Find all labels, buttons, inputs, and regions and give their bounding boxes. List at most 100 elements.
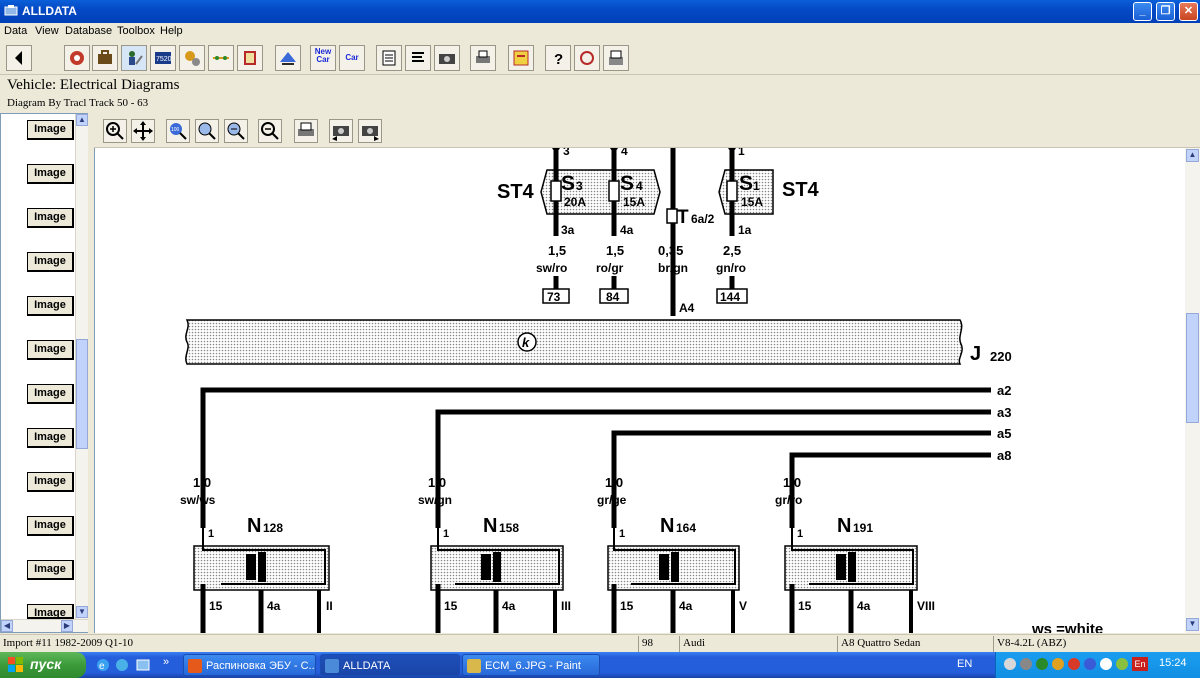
tool-button-4[interactable]: 7520 (150, 45, 176, 71)
svg-text:7520: 7520 (156, 56, 172, 63)
quicklaunch-browser-icon[interactable] (115, 658, 129, 672)
window-title: ALLDATA (22, 4, 77, 18)
status-make: Audi (679, 636, 837, 652)
image-button-2[interactable]: Image (27, 164, 74, 184)
start-button[interactable]: пуск (0, 652, 86, 678)
briefcase-icon (98, 50, 112, 64)
svg-text:191: 191 (853, 521, 873, 535)
tray-device-icon[interactable] (1020, 658, 1032, 670)
fax-button[interactable] (603, 45, 629, 71)
quicklaunch-desktop-icon[interactable] (136, 658, 150, 672)
tool-button-9[interactable] (376, 45, 402, 71)
refresh-button[interactable] (574, 45, 600, 71)
select-car-button[interactable]: Car (339, 45, 365, 71)
ecu-j220: k J 220 (185, 319, 1012, 365)
image-button-9[interactable]: Image (27, 472, 74, 492)
task-alldata[interactable]: ALLDATA (320, 654, 460, 676)
image-button-7[interactable]: Image (27, 384, 74, 404)
connector-t6a: T 6a/2 0,35 br/gn A4 (658, 148, 715, 316)
image-button-5[interactable]: Image (27, 296, 74, 316)
menu-database[interactable]: Database (65, 25, 113, 37)
image-button-4[interactable]: Image (27, 252, 74, 272)
diagram-scroll-thumb[interactable] (1186, 313, 1199, 423)
quicklaunch-ie-icon[interactable]: e (96, 658, 110, 672)
menu-data[interactable]: Data (4, 25, 28, 37)
tool-button-6[interactable] (208, 45, 234, 71)
tool-button-3[interactable] (121, 45, 147, 71)
diagram-scroll-up-arrow-icon[interactable]: ▲ (1186, 149, 1199, 162)
tool-button-11[interactable] (434, 45, 460, 71)
printer-icon (298, 122, 314, 136)
image-button-3[interactable]: Image (27, 208, 74, 228)
tray-update-icon[interactable] (1116, 658, 1128, 670)
tool-button-8[interactable] (275, 45, 301, 71)
tray-power-icon[interactable] (1100, 658, 1112, 670)
zoom-out-button[interactable] (258, 119, 282, 143)
note-icon (513, 50, 529, 66)
zoom-fit-button[interactable] (195, 119, 219, 143)
scroll-up-arrow-icon[interactable]: ▲ (76, 114, 88, 126)
svg-text:1: 1 (797, 528, 803, 540)
image-button-8[interactable]: Image (27, 428, 74, 448)
previous-page-button[interactable] (329, 119, 353, 143)
minimize-button[interactable]: _ (1133, 2, 1152, 21)
menu-view[interactable]: View (35, 25, 59, 37)
zoom-in-button[interactable] (103, 119, 127, 143)
svg-text:3: 3 (563, 148, 570, 158)
tool-button-2[interactable] (92, 45, 118, 71)
diagram-print-button[interactable] (294, 119, 318, 143)
image-list-panel[interactable]: Image Image Image Image Image Image Imag… (0, 113, 88, 633)
tray-volume-icon[interactable] (1052, 658, 1064, 670)
image-button-10[interactable]: Image (27, 516, 74, 536)
menu-toolbox[interactable]: Toolbox (117, 25, 155, 37)
tool-button-1[interactable] (64, 45, 90, 71)
scroll-down-arrow-icon[interactable]: ▼ (76, 606, 88, 618)
image-button-6[interactable]: Image (27, 340, 74, 360)
tool-button-10[interactable] (405, 45, 431, 71)
svg-text:1: 1 (619, 528, 625, 540)
pan-button[interactable] (131, 119, 155, 143)
tool-button-7[interactable] (237, 45, 263, 71)
svg-text:sw/gn: sw/gn (418, 493, 452, 507)
svg-text:sw/ws: sw/ws (180, 493, 216, 507)
task-firefox[interactable]: Распиновка ЭБУ - С... (183, 654, 316, 676)
left-vertical-scrollbar[interactable]: ▲ ▼ (75, 114, 88, 619)
next-page-button[interactable] (358, 119, 382, 143)
scroll-thumb[interactable] (76, 339, 88, 449)
restore-button[interactable]: ❐ (1156, 2, 1175, 21)
scroll-right-arrow-icon[interactable]: ▶ (61, 620, 73, 632)
svg-text:k: k (522, 335, 530, 350)
diagram-scroll-down-arrow-icon[interactable]: ▼ (1186, 618, 1199, 631)
tray-security-icon[interactable] (1036, 658, 1048, 670)
zoom-width-button[interactable] (224, 119, 248, 143)
note-button[interactable] (508, 45, 534, 71)
tray-media-icon[interactable] (1068, 658, 1080, 670)
book-icon (244, 51, 256, 65)
image-button-12[interactable]: Image (27, 604, 74, 619)
back-button[interactable] (6, 45, 32, 71)
close-button[interactable]: ✕ (1179, 2, 1198, 21)
tray-bluetooth-icon[interactable] (1084, 658, 1096, 670)
diagram-vertical-scrollbar[interactable]: ▲ ▼ (1185, 148, 1200, 633)
menu-help[interactable]: Help (160, 25, 183, 37)
image-button-1[interactable]: Image (27, 120, 74, 140)
scroll-left-arrow-icon[interactable]: ◀ (1, 620, 13, 632)
fuse-box-left-label: ST4 (497, 181, 535, 203)
title-bar[interactable]: ALLDATA _ ❐ ✕ (0, 0, 1200, 23)
print-button[interactable] (470, 45, 496, 71)
wiring-diagram-viewport[interactable]: ST4 ST4 3 S 3 20A 3a 1,5 sw/ro 73 4 S (94, 148, 1186, 633)
tray-network-icon[interactable] (1004, 658, 1016, 670)
new-car-button[interactable]: New Car (310, 45, 336, 71)
tool-button-5[interactable] (179, 45, 205, 71)
clock[interactable]: 15:24 (1159, 657, 1187, 669)
left-horizontal-scrollbar[interactable]: ◀ ▶ (1, 619, 88, 632)
quicklaunch-expand-icon[interactable]: » (163, 656, 170, 668)
tray-language-badge[interactable]: En (1132, 657, 1148, 671)
task-paint[interactable]: ECM_6.JPG - Paint (462, 654, 600, 676)
help-button[interactable]: ? (545, 45, 571, 71)
zoom-100-button[interactable]: 100 (166, 119, 190, 143)
language-indicator[interactable]: EN (957, 658, 973, 670)
image-button-11[interactable]: Image (27, 560, 74, 580)
injector-n164: 1,0 gr/ge 1 N 164 15 4a V (597, 475, 747, 633)
globe-gear-icon (70, 51, 84, 65)
